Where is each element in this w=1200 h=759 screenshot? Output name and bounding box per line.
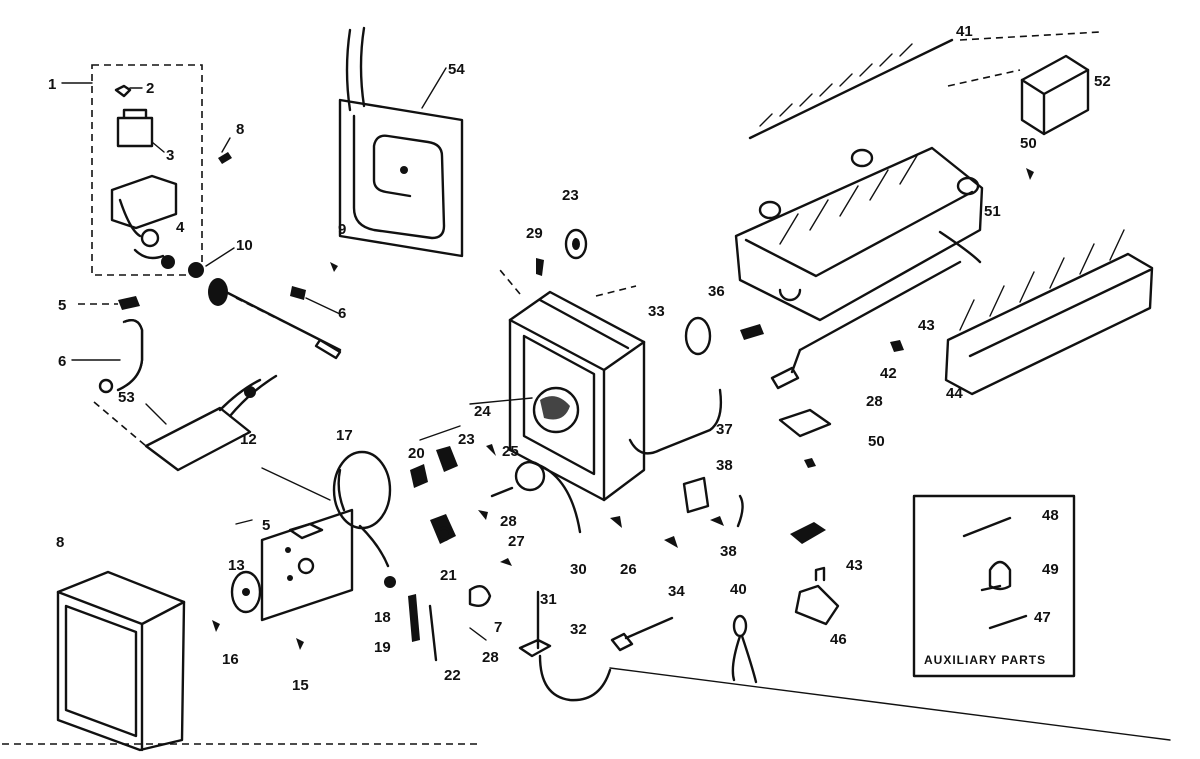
callout-c8: 8 <box>236 121 244 138</box>
wire-37 <box>628 388 723 455</box>
callout-c6: 6 <box>58 353 66 370</box>
wiring-parts <box>518 590 1171 741</box>
callout-c40: 40 <box>730 581 747 598</box>
front-cover <box>56 570 186 752</box>
callout-c15: 15 <box>292 677 309 694</box>
callout-c27: 27 <box>508 533 525 550</box>
callout-c30: 30 <box>570 561 587 578</box>
callout-c32: 32 <box>570 621 587 638</box>
fill-tube-parts <box>71 296 144 394</box>
callout-c3: 3 <box>166 147 174 164</box>
callout-c25: 25 <box>502 443 519 460</box>
insulation-sheet <box>93 374 278 472</box>
callout-c19: 19 <box>374 639 391 656</box>
callout-c26: 26 <box>620 561 637 578</box>
callout-c29: 29 <box>526 225 543 242</box>
auxiliary-parts-box: AUXILIARY PARTS <box>912 494 1076 678</box>
callout-c20: 20 <box>408 445 425 462</box>
callout-c22: 22 <box>444 667 461 684</box>
callout-c37: 37 <box>716 421 733 438</box>
callout-c38a: 38 <box>716 457 733 474</box>
callout-c17: 17 <box>336 427 353 444</box>
callout-c50b: 50 <box>868 433 885 450</box>
callout-c48: 48 <box>1042 507 1059 524</box>
bracket-parts <box>610 408 832 548</box>
motor-assembly <box>235 450 396 622</box>
callout-c21: 21 <box>440 567 457 584</box>
callout-c5a: 5 <box>58 297 66 314</box>
callout-c18: 18 <box>374 609 391 626</box>
callout-c12: 12 <box>240 431 257 448</box>
callout-c23b: 23 <box>562 187 579 204</box>
valve-assembly-group <box>61 64 232 276</box>
ice-mold-parts <box>734 38 1154 396</box>
callout-c28c: 28 <box>866 393 883 410</box>
heater-plate <box>338 26 464 258</box>
seal-36 <box>684 316 764 356</box>
callout-c33: 33 <box>648 303 665 320</box>
callout-c5b: 5 <box>262 517 270 534</box>
callout-c8b: 8 <box>56 534 64 551</box>
drive-gear-parts <box>212 570 304 650</box>
callout-c1: 1 <box>48 76 56 93</box>
callout-c49: 49 <box>1042 561 1059 578</box>
callout-c36: 36 <box>708 283 725 300</box>
callout-c54: 54 <box>448 61 465 78</box>
callout-c23a: 23 <box>458 431 475 448</box>
callout-c42: 42 <box>880 365 897 382</box>
callout-c24: 24 <box>474 403 491 420</box>
housing-hardware <box>536 228 588 276</box>
mold-housing <box>508 290 646 502</box>
callout-c31: 31 <box>540 591 557 608</box>
shaft-assembly <box>188 247 342 360</box>
callout-c4: 4 <box>176 219 185 236</box>
callout-c34: 34 <box>668 583 685 600</box>
callout-c38b: 38 <box>720 543 737 560</box>
callout-c2: 2 <box>146 80 154 97</box>
callout-c28b: 28 <box>482 649 499 666</box>
callout-c9: 9 <box>338 221 346 238</box>
callout-c7: 7 <box>494 619 502 636</box>
callout-c43b: 43 <box>846 557 863 574</box>
callout-c16: 16 <box>222 651 239 668</box>
auxiliary-parts-title: AUXILIARY PARTS <box>924 653 1046 667</box>
callout-c41: 41 <box>956 23 973 40</box>
callout-c28a: 28 <box>500 513 517 530</box>
callout-c52: 52 <box>1094 73 1111 90</box>
callout-c51: 51 <box>984 203 1001 220</box>
callout-c53: 53 <box>118 389 135 406</box>
callout-c46: 46 <box>830 631 847 648</box>
callout-c13: 13 <box>228 557 245 574</box>
assembly-guide-lines <box>2 31 1101 745</box>
callout-c47: 47 <box>1034 609 1051 626</box>
mold-small-parts <box>408 425 582 662</box>
callout-c43a: 43 <box>918 317 935 334</box>
callout-c50a: 50 <box>1020 135 1037 152</box>
callout-c10: 10 <box>236 237 253 254</box>
callout-c44: 44 <box>946 385 963 402</box>
fitting-parts <box>790 522 840 626</box>
callout-c6b: 6 <box>338 305 346 322</box>
